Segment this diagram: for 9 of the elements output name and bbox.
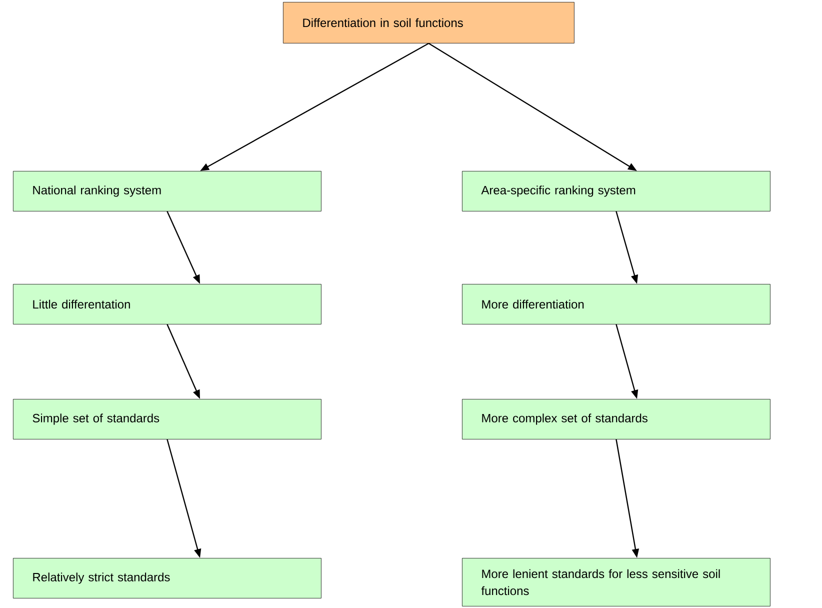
process-box: Relatively strict standards — [13, 558, 322, 598]
process-box: More complex set of standards — [462, 399, 770, 440]
process-box: National ranking system — [13, 171, 322, 212]
process-box: Area-specific ranking system — [462, 171, 770, 212]
process-box: More differentiation — [462, 284, 770, 324]
process-box: More lenient standards for less sensitive soil functions — [462, 558, 770, 606]
title-box: Differentiation in soil functions — [283, 2, 574, 44]
process-box: Little differentation — [13, 284, 322, 324]
process-box: Simple set of standards — [13, 399, 322, 440]
